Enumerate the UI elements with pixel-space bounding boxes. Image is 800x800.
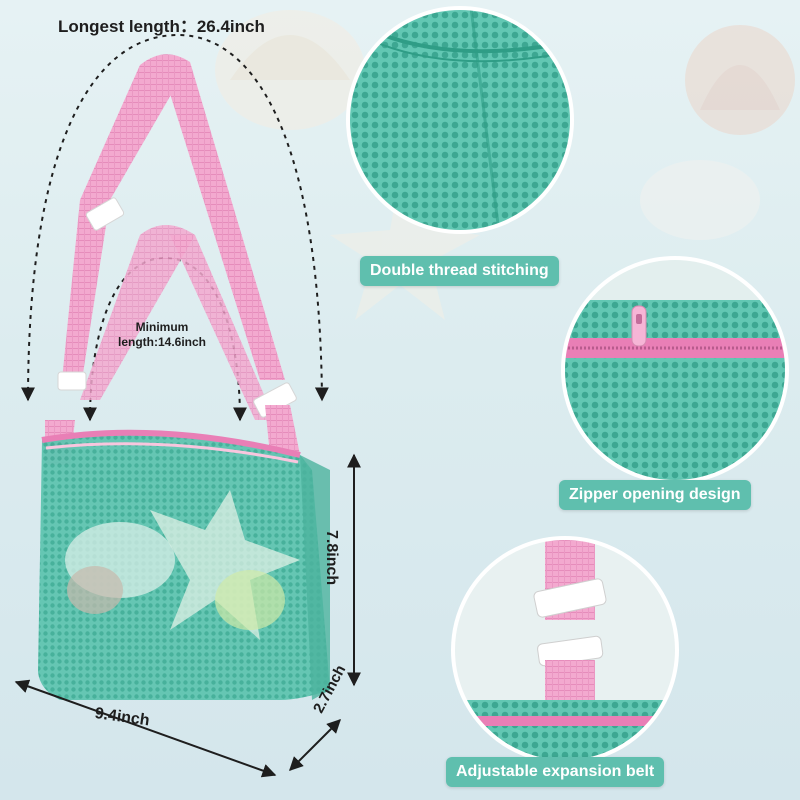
minimum-length-line1: Minimum — [135, 320, 189, 334]
feature-label-adjustable-belt: Adjustable expansion belt — [446, 757, 665, 787]
longest-length-label: Longest length：26.4inch — [58, 17, 265, 36]
depth-arrow — [289, 719, 341, 771]
height-label: 7.8inch — [323, 530, 340, 586]
minimum-length-label: Minimum length:14.6inch — [118, 320, 206, 350]
detail-circle-zipper — [561, 256, 789, 484]
detail-circle-stitching — [346, 6, 574, 234]
feature-label-double-thread: Double thread stitching — [360, 256, 559, 286]
longest-length-arc — [21, 33, 329, 402]
feature-label-zipper: Zipper opening design — [559, 480, 751, 510]
shoulder-strap — [45, 54, 300, 465]
mesh-bag — [38, 429, 330, 700]
detail-circle-belt — [451, 536, 679, 764]
width-arrow — [14, 679, 277, 778]
minimum-length-line2: length:14.6inch — [118, 335, 207, 349]
background-shells — [215, 10, 795, 320]
